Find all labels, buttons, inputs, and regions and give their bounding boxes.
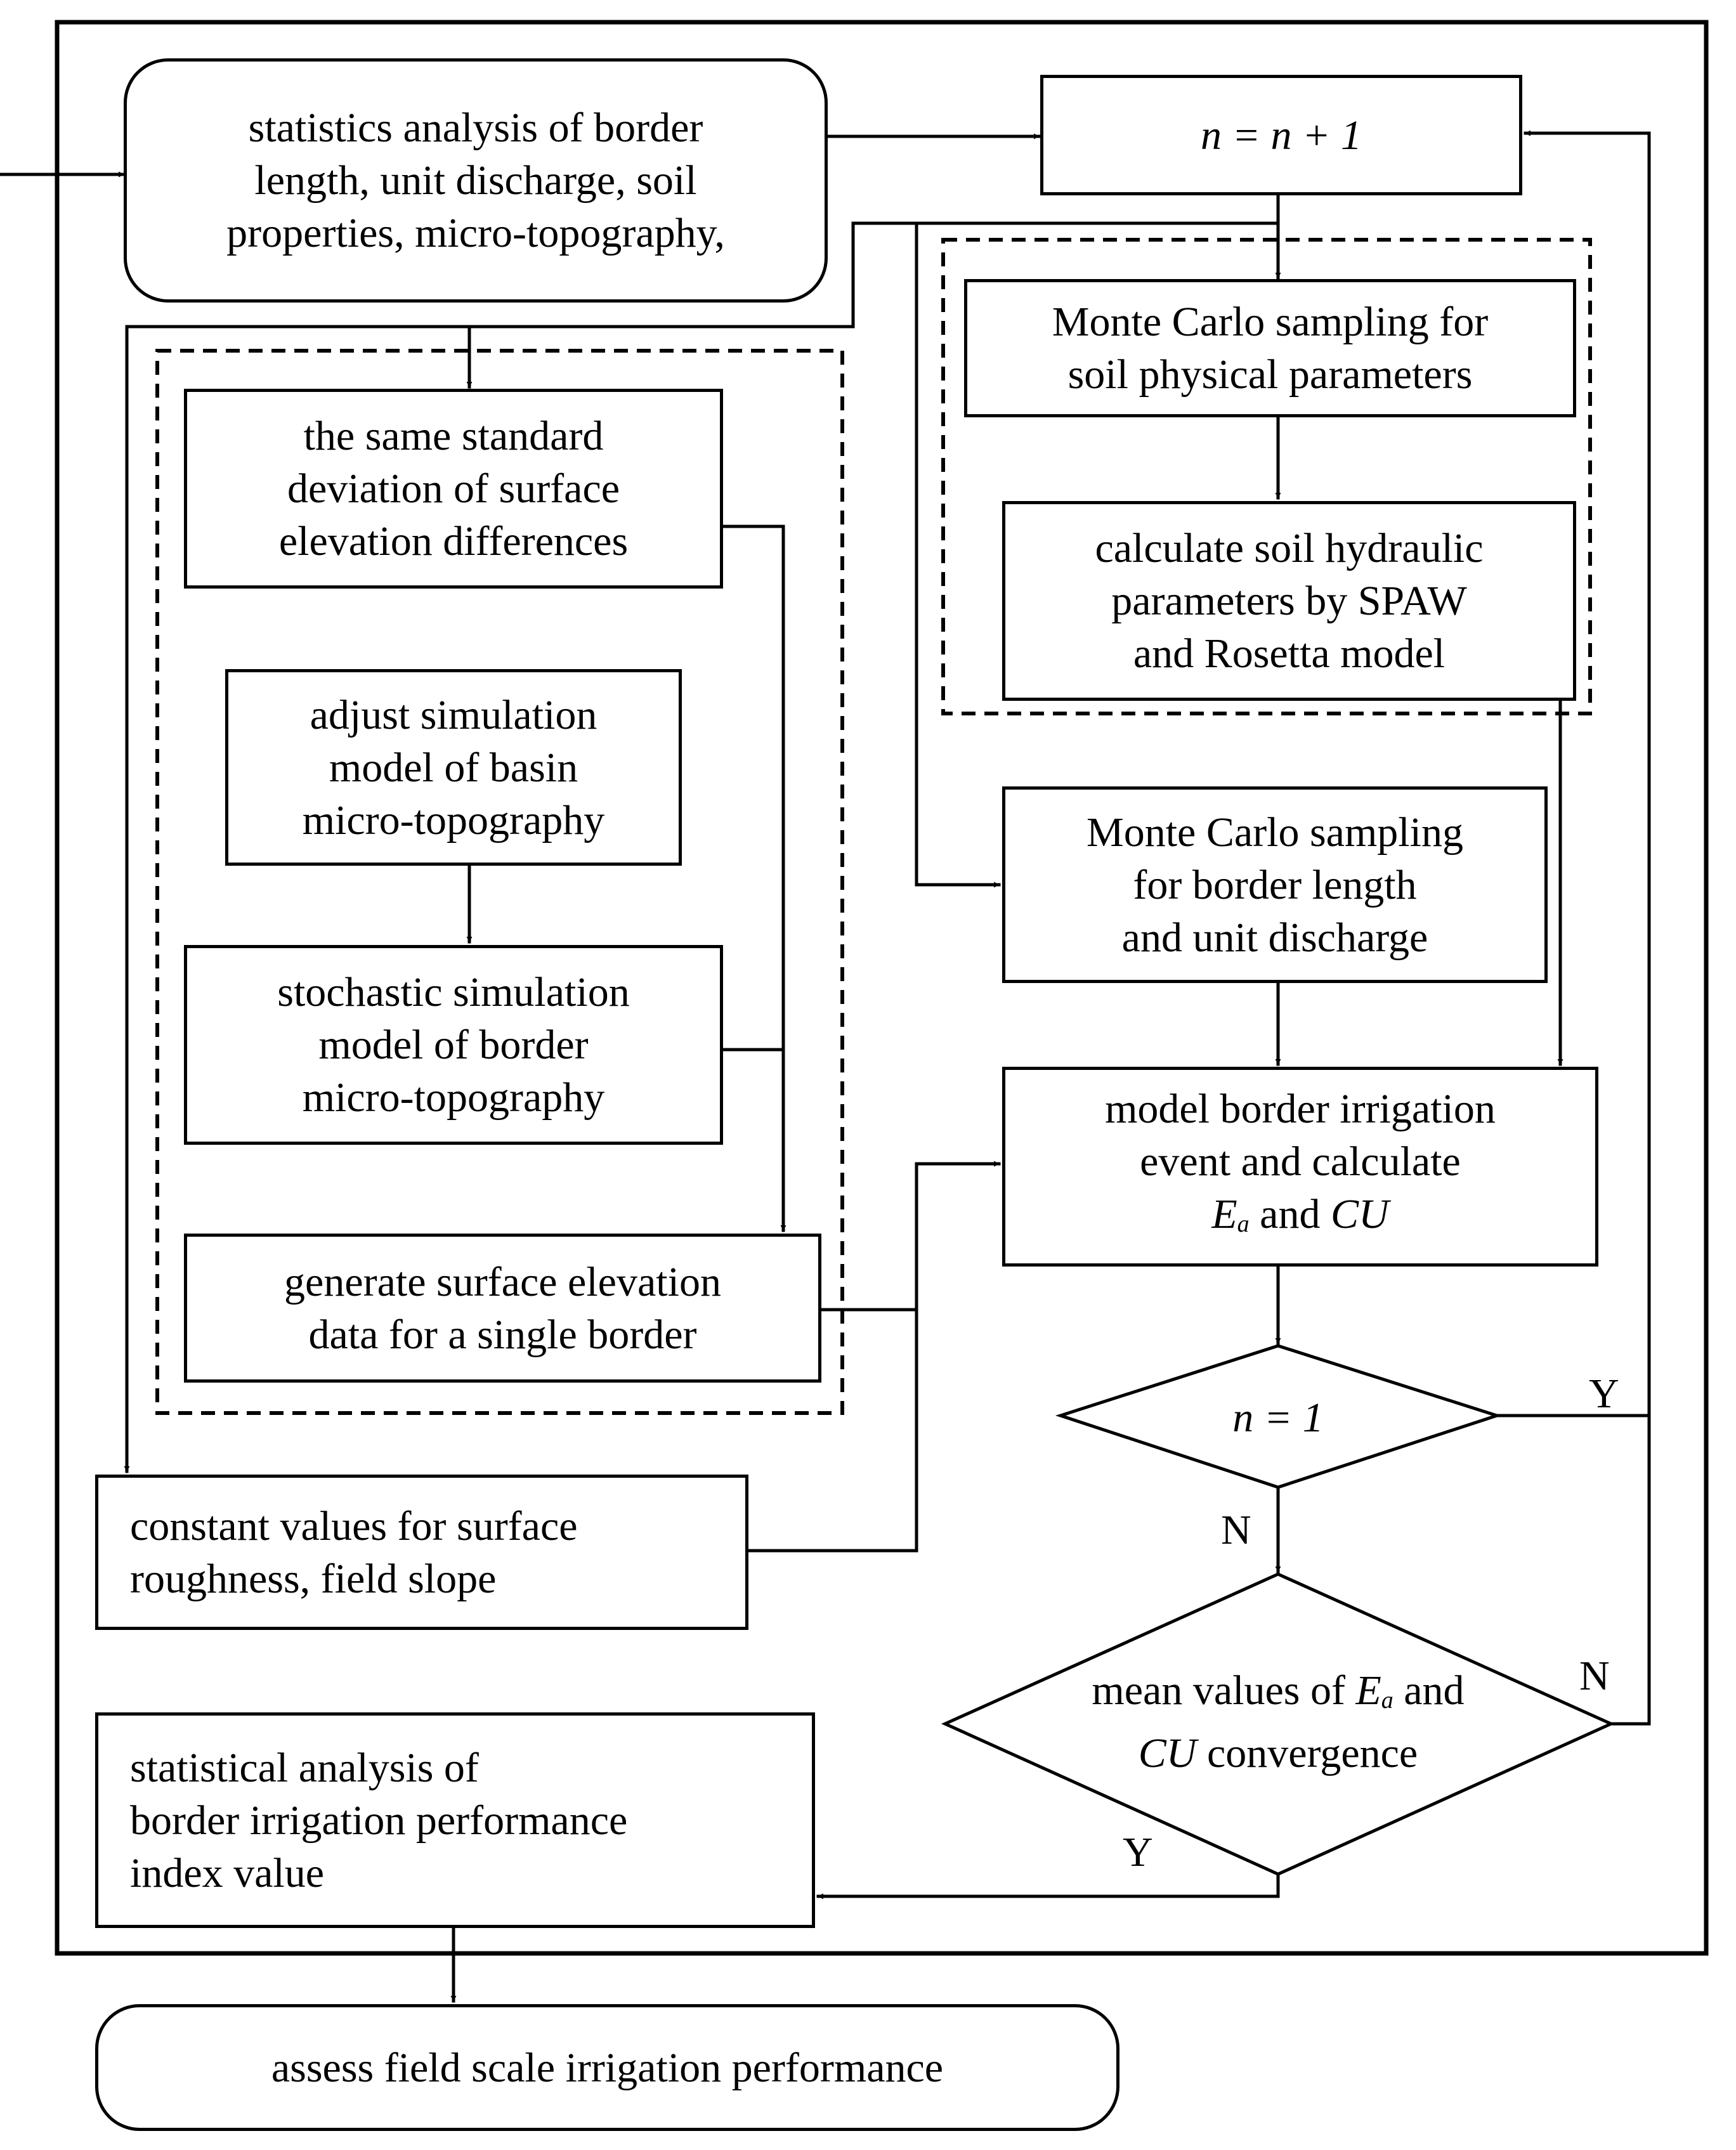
label-y-bottom: Y [1123, 1829, 1153, 1875]
adjust-sim-text: adjust simulation model of basin micro-t… [302, 691, 605, 844]
decision-diamond-convergence [941, 1572, 1615, 1876]
convergence-ea-sub: a [1381, 1687, 1393, 1714]
generate-elev-box: generate surface elevation data for a si… [184, 1234, 821, 1383]
dashed-group-topography [155, 349, 844, 1415]
arrow-convergence-to-stat-perf [816, 1872, 1280, 1899]
decision-n1-label: n = 1 [1232, 1394, 1324, 1441]
convergence-ea: E [1355, 1667, 1381, 1714]
convergence-cu: CU [1138, 1730, 1197, 1776]
stochastic-sim-text: stochastic simulation model of border mi… [277, 969, 630, 1121]
model-event-and: and [1249, 1191, 1331, 1237]
decision-n1-text: n = 1 [1129, 1389, 1427, 1446]
model-event-line2: event and calculate [1140, 1138, 1461, 1185]
assess-text: assess field scale irrigation performanc… [271, 2044, 944, 2091]
assess-box: assess field scale irrigation performanc… [95, 2004, 1119, 2131]
constant-values-box: constant values for surface roughness, f… [95, 1475, 748, 1630]
stats-analysis-text: statistics analysis of border length, un… [226, 105, 725, 256]
line-generate-to-model [816, 1161, 1001, 1312]
mc-soil-text: Monte Carlo sampling for soil physical p… [1052, 299, 1489, 398]
convergence-prefix: mean values of [1092, 1667, 1356, 1714]
adjust-sim-box: adjust simulation model of basin micro-t… [225, 669, 682, 866]
counter-box: n = n + 1 [1040, 75, 1522, 195]
counter-text: n = n + 1 [1200, 112, 1362, 159]
model-event-line1: model border irrigation [1105, 1086, 1496, 1132]
label-n-mid: N [1221, 1507, 1251, 1553]
stat-perf-box: statistical analysis of border irrigatio… [95, 1712, 815, 1928]
std-dev-text: the same standard deviation of surface e… [278, 413, 629, 564]
stats-analysis-box: statistics analysis of border length, un… [124, 58, 828, 303]
dashed-group-soil [941, 238, 1592, 715]
convergence-line2: CU convergence [1139, 1727, 1418, 1780]
constant-values-text: constant values for surface roughness, f… [130, 1502, 578, 1602]
model-event-ea-sub: a [1237, 1211, 1250, 1237]
convergence-and: and [1393, 1667, 1465, 1714]
stochastic-sim-box: stochastic simulation model of border mi… [184, 945, 723, 1145]
convergence-text: mean values of Ea and CU convergence [1015, 1665, 1541, 1779]
convergence-suffix: convergence [1196, 1730, 1418, 1776]
arrow-to-mc-border [915, 221, 1001, 888]
outer-frame [55, 20, 1709, 1956]
convergence-line1: mean values of Ea and [1092, 1664, 1464, 1727]
stat-perf-text: statistical analysis of border irrigatio… [130, 1744, 628, 1896]
model-event-box: model border irrigation event and calcul… [1002, 1067, 1598, 1267]
decision-diamond-n1 [1055, 1344, 1503, 1489]
model-event-cu: CU [1330, 1191, 1389, 1237]
mc-soil-box: Monte Carlo sampling for soil physical p… [964, 279, 1576, 417]
model-event-ea: E [1211, 1191, 1237, 1237]
line-counter-branch [124, 221, 1280, 1473]
std-dev-box: the same standard deviation of surface e… [184, 389, 723, 589]
line-constant-join [743, 1308, 918, 1553]
label-n-right: N [1579, 1653, 1610, 1699]
mc-border-box: Monte Carlo sampling for border length a… [1002, 786, 1548, 983]
soil-hydraulic-box: calculate soil hydraulic parameters by S… [1002, 501, 1576, 701]
line-std-dev-to-generate [718, 524, 786, 1232]
generate-elev-text: generate surface elevation data for a si… [284, 1258, 721, 1358]
model-event-line3: Ea and CU [1211, 1188, 1388, 1251]
label-y-top: Y [1589, 1371, 1619, 1417]
loop-convergence-no [1524, 130, 1651, 1726]
mc-border-text: Monte Carlo sampling for border length a… [1087, 809, 1463, 961]
soil-hydraulic-text: calculate soil hydraulic parameters by S… [1095, 525, 1484, 677]
